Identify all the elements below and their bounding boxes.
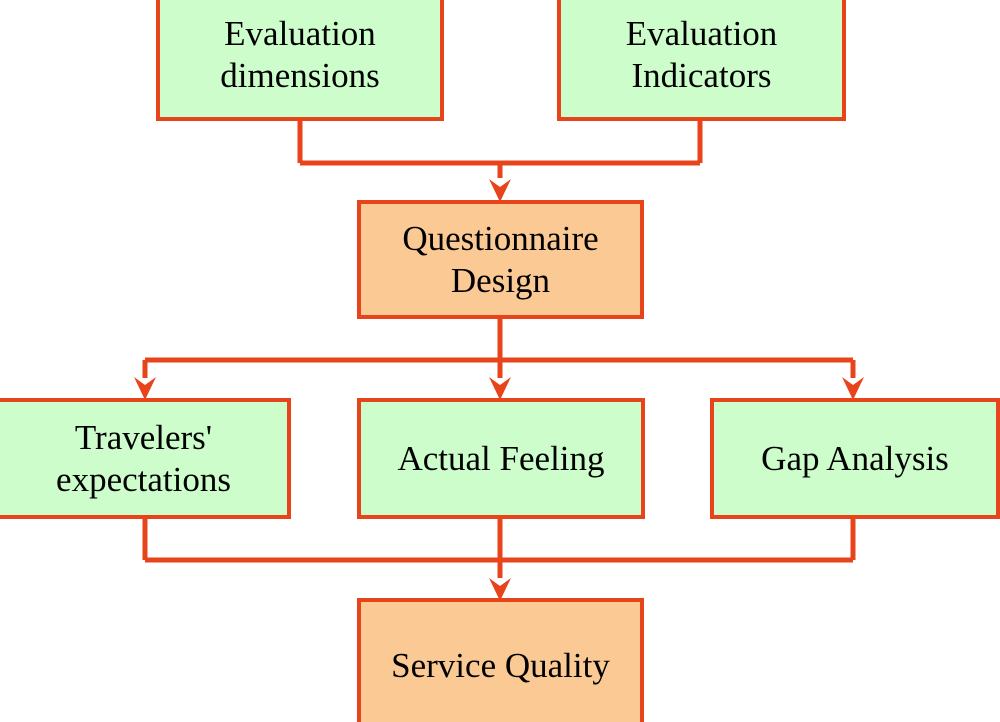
arrowhead-into-travelers-expectations (134, 377, 156, 400)
node-eval-dimensions-label: Evaluation dimensions (220, 14, 380, 95)
node-eval-indicators-label: Evaluation Indicators (625, 14, 778, 95)
node-service-quality-label: Service Quality (391, 646, 610, 686)
node-questionnaire-design-label: Questionnaire Design (402, 219, 599, 300)
node-questionnaire-design[interactable]: Questionnaire Design (357, 200, 644, 319)
arrowhead-into-actual-feeling (489, 377, 511, 400)
node-eval-indicators[interactable]: Evaluation Indicators (557, 0, 846, 121)
node-gap-analysis-label: Gap Analysis (761, 438, 949, 478)
node-gap-analysis[interactable]: Gap Analysis (710, 398, 1000, 519)
node-travelers-expectations[interactable]: Travelers' expectations (0, 398, 291, 519)
node-travelers-expectations-label: Travelers' expectations (56, 418, 231, 499)
arrowhead-into-questionnaire-design (489, 179, 511, 202)
node-actual-feeling-label: Actual Feeling (397, 438, 605, 478)
node-eval-dimensions[interactable]: Evaluation dimensions (156, 0, 444, 121)
node-service-quality[interactable]: Service Quality (357, 598, 644, 722)
node-actual-feeling[interactable]: Actual Feeling (357, 398, 645, 519)
arrowhead-into-gap-analysis (842, 377, 864, 400)
